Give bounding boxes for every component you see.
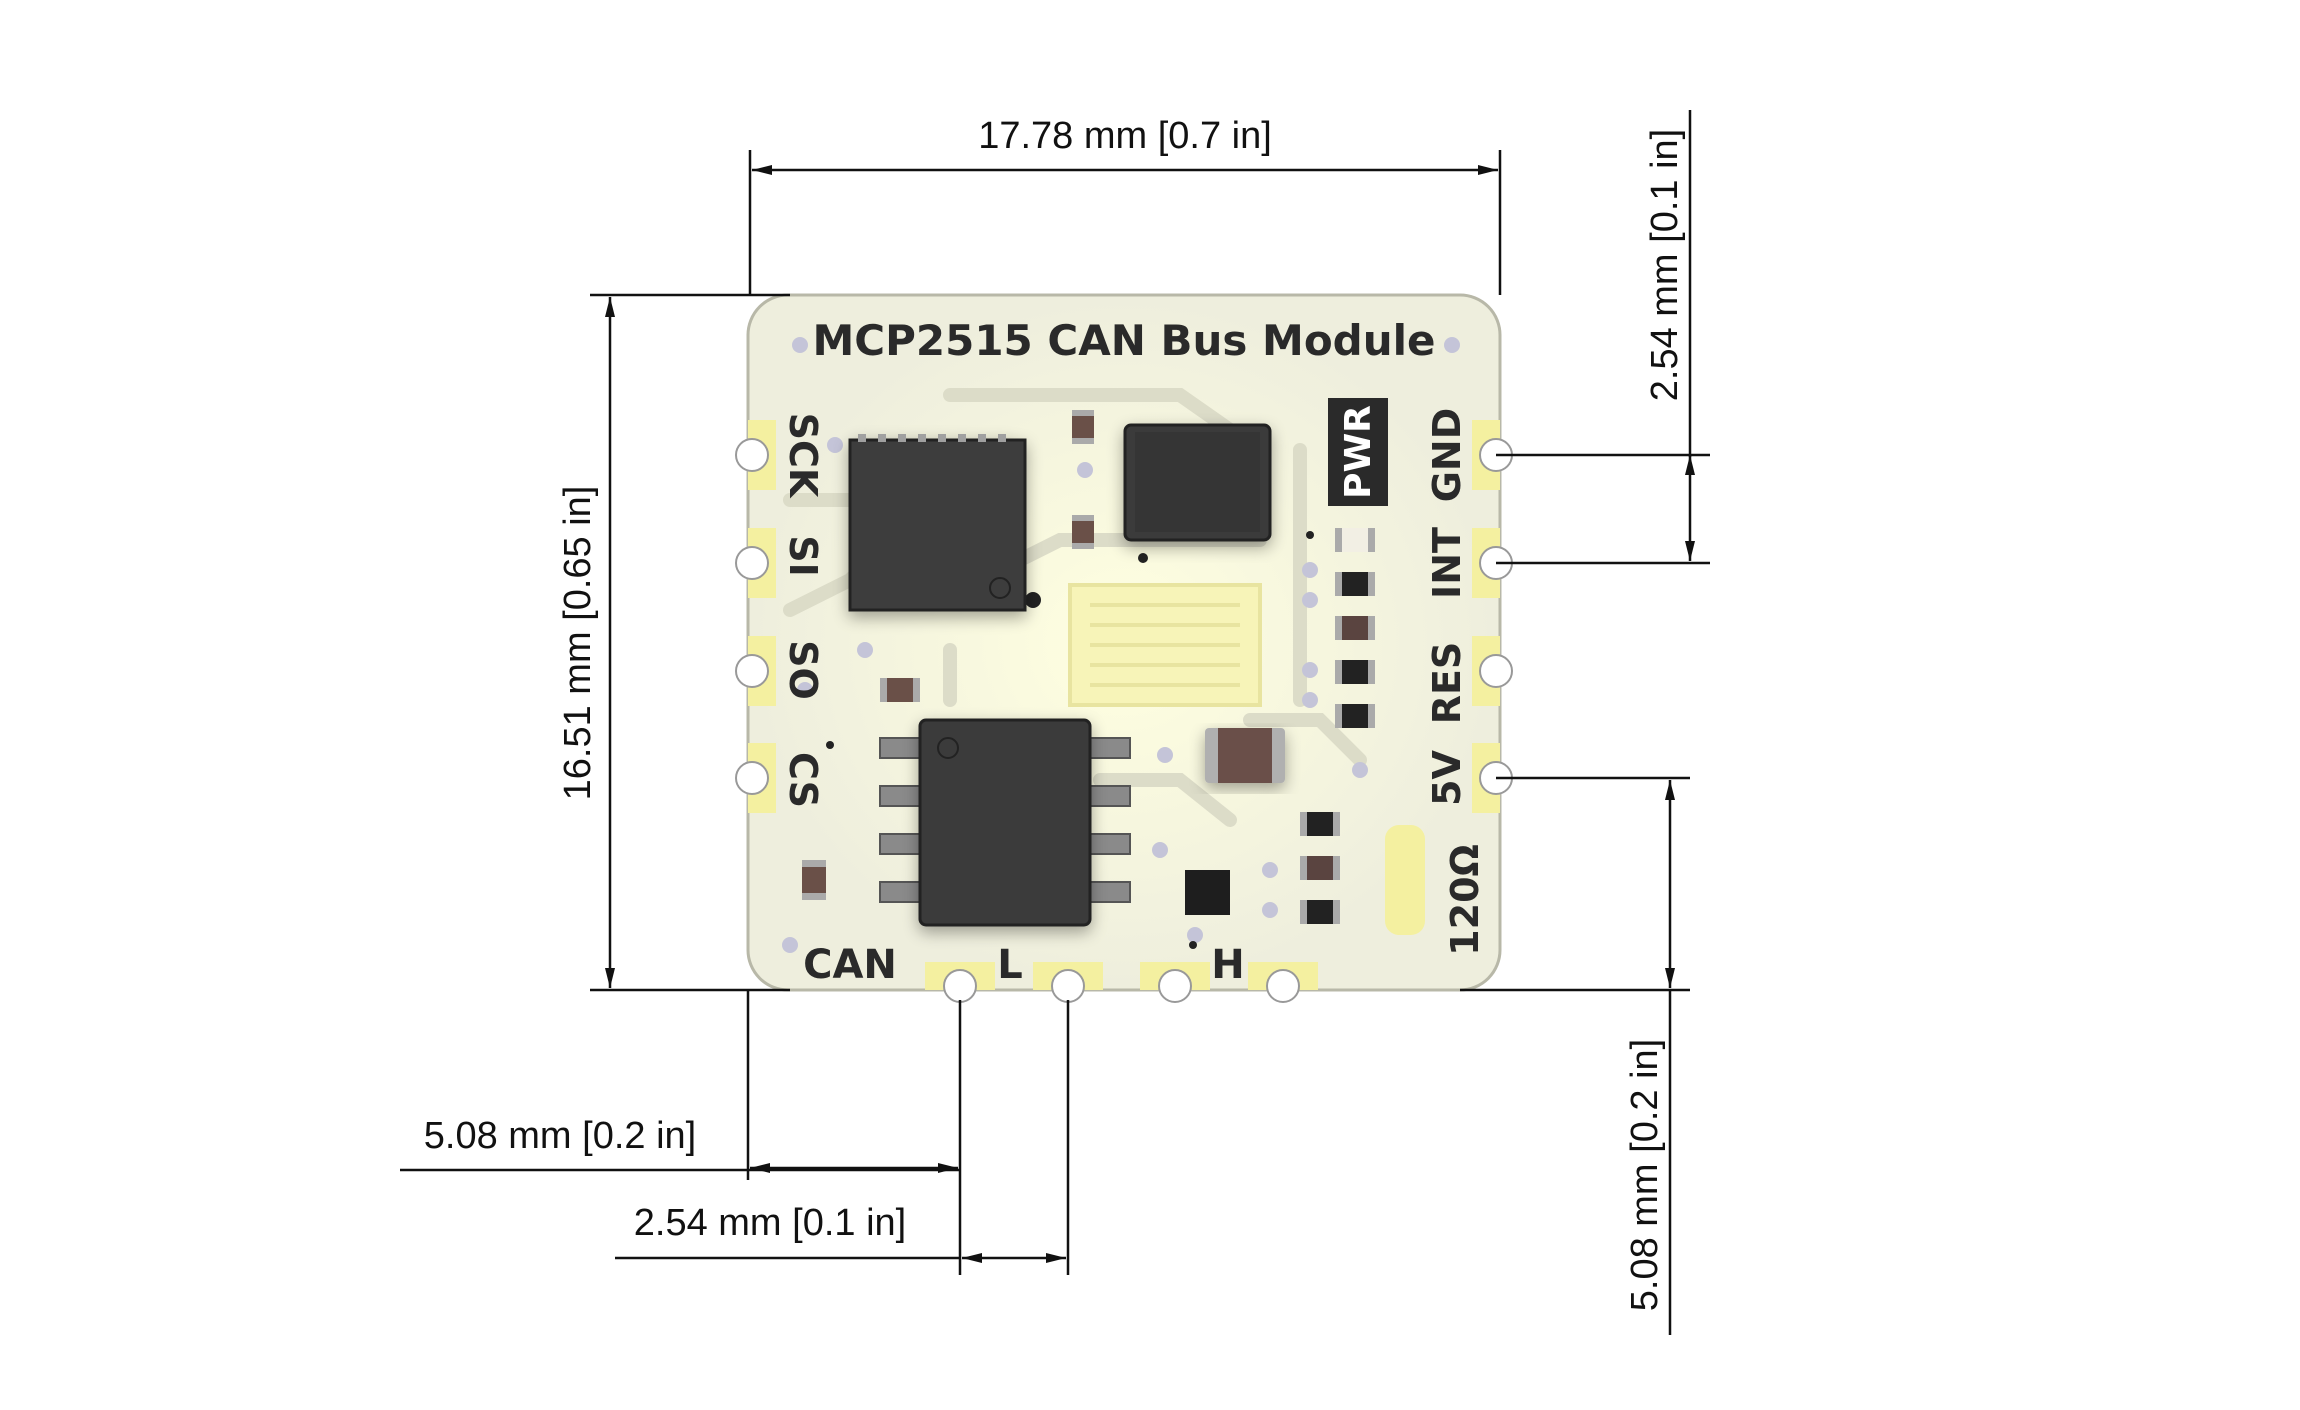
width-dim-text: 17.78 mm [0.7 in]	[978, 115, 1272, 157]
right-offset-dim-text: 5.08 mm [0.2 in]	[1624, 1039, 1666, 1311]
pcb-board: PWR MCP2515 CAN Bus Module SCK SI SO CS …	[735, 293, 1513, 1003]
pin-label-si: SI	[781, 535, 825, 577]
qfn-controller-chip	[848, 434, 1027, 612]
termination-label: 120Ω	[1443, 844, 1487, 956]
pin-label-int: INT	[1425, 527, 1469, 599]
pin-label-so: SO	[781, 640, 825, 700]
soic-transceiver-chip	[879, 718, 1131, 927]
bottom-left-offset-dim-text: 5.08 mm [0.2 in]	[424, 1115, 696, 1157]
copper-pour-graphic	[1068, 583, 1262, 707]
small-sot-chip	[1185, 870, 1230, 915]
bottom-pitch-dim-text: 2.54 mm [0.1 in]	[634, 1202, 906, 1244]
right-pitch-dim-text: 2.54 mm [0.1 in]	[1644, 129, 1686, 401]
can-high-label: H	[1211, 942, 1244, 988]
pin-label-cs: CS	[781, 752, 825, 808]
can-low-label: L	[997, 942, 1023, 988]
pin-label-res: RES	[1425, 642, 1469, 725]
board-title: MCP2515 CAN Bus Module	[812, 316, 1435, 365]
pin-label-sck: SCK	[781, 413, 825, 499]
pwr-label-box	[1328, 398, 1388, 506]
bulk-capacitor	[1205, 728, 1285, 783]
can-label: CAN	[803, 942, 897, 988]
pin-label-gnd: GND	[1425, 408, 1469, 503]
pwr-label: PWR	[1338, 405, 1379, 499]
pcb-dots	[826, 531, 1314, 949]
crystal-oscillator	[1123, 423, 1272, 542]
left-castellations	[735, 438, 769, 795]
pcb-vias	[782, 337, 1460, 953]
height-dim-text: 16.51 mm [0.65 in]	[557, 486, 599, 801]
dimension-lines	[400, 110, 1710, 1335]
pin-label-5v: 5V	[1425, 749, 1469, 805]
termination-jumper-pad	[1385, 825, 1425, 935]
smd-resistors	[802, 410, 1375, 924]
